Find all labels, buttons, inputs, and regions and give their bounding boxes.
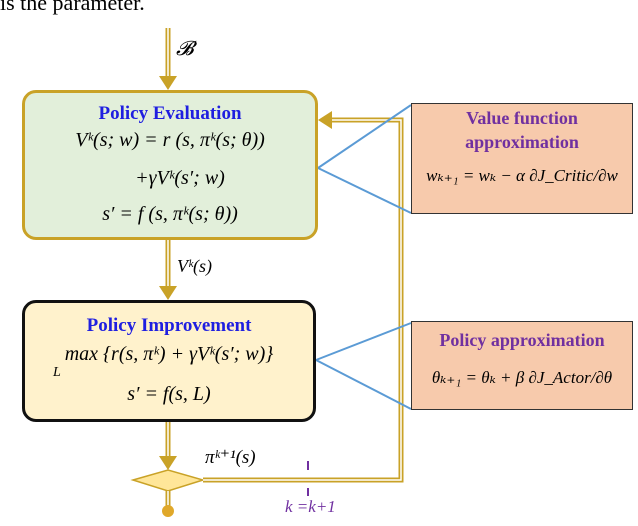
input-arrow <box>159 28 177 90</box>
actor-update-equation: θₖ₊₁ = θₖ + β ∂J_Actor/∂θ <box>431 368 613 387</box>
policy-callout-lines <box>315 322 412 410</box>
batch-label: 𝓑 <box>176 38 194 60</box>
eval-to-improvement-arrow <box>159 240 177 300</box>
improvement-to-decision-arrow <box>159 422 177 470</box>
policy-evaluation-title: Policy Evaluation <box>98 103 242 124</box>
value-function-title-line1: Value function <box>466 108 578 128</box>
policy-improvement-box: Policy Improvement max {r(s, πᵏ) + γVᵏ(s… <box>22 300 316 422</box>
feedback-loop <box>203 111 404 483</box>
header-text-fragment: is the parameter. <box>0 0 145 15</box>
critic-update-equation: wₖ₊₁ = wₖ − α ∂J_Critic/∂w <box>426 166 618 185</box>
policy-approximation-box: Policy approximation θₖ₊₁ = θₖ + β ∂J_Ac… <box>411 321 633 410</box>
policy-improvement-title: Policy Improvement <box>86 315 252 336</box>
improvement-equation-2: s′ = f(s, L) <box>127 383 211 405</box>
policy-label: πᵏ⁺¹(s) <box>205 447 256 468</box>
end-node <box>162 505 174 517</box>
improvement-equation-1: max {r(s, πᵏ) + γVᵏ(s′; w)} <box>64 343 274 365</box>
policy-approximation-title: Policy approximation <box>439 330 605 350</box>
evaluation-equation-3: s′ = f (s, πᵏ(s; θ)) <box>102 203 238 225</box>
value-function-title-line2: approximation <box>465 132 579 152</box>
improvement-equation-1-subscript: L <box>53 365 61 380</box>
value-callout-lines <box>317 104 412 214</box>
evaluation-equation-1: Vᵏ(s; w) = r (s, πᵏ(s; θ)) <box>75 129 265 151</box>
iteration-label: k =k+1 <box>285 497 336 516</box>
value-label: Vᵏ(s) <box>177 256 213 276</box>
policy-evaluation-box: Policy Evaluation Vᵏ(s; w) = r (s, πᵏ(s;… <box>22 90 318 240</box>
value-function-approximation-box: Value function approximation wₖ₊₁ = wₖ −… <box>411 103 633 214</box>
decision-diamond <box>130 469 206 492</box>
evaluation-equation-2: +γVᵏ(s′; w) <box>135 167 225 189</box>
